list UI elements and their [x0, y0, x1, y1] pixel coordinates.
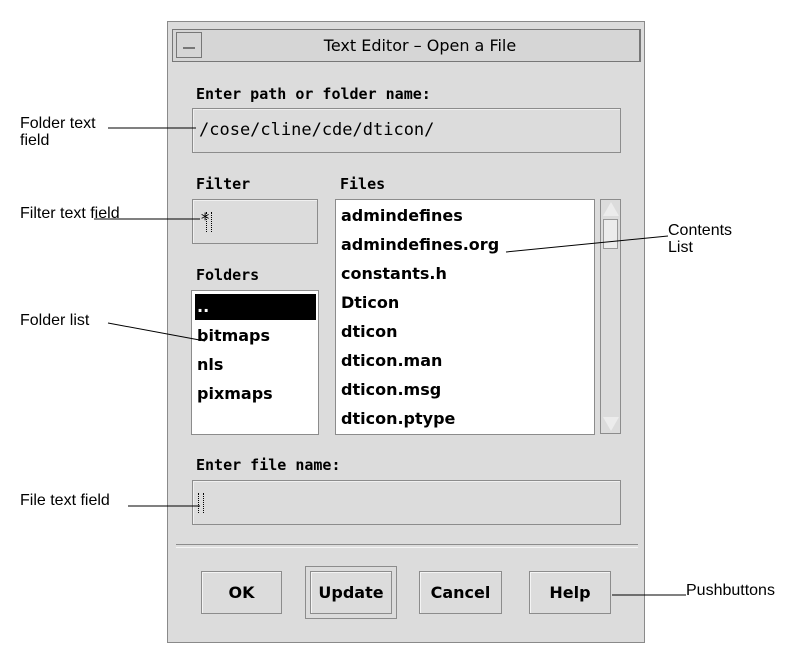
- file-item[interactable]: dticon.msg: [341, 380, 442, 399]
- text-cursor-icon: [206, 212, 212, 232]
- callout-pushbuttons: Pushbuttons: [686, 582, 775, 599]
- scroll-up-arrow-icon[interactable]: [603, 202, 619, 216]
- leader-contents-list: [505, 235, 669, 253]
- default-button-ring: [305, 566, 397, 619]
- folder-list[interactable]: .. bitmaps nls pixmaps: [191, 290, 319, 435]
- path-label: Enter path or folder name:: [196, 85, 431, 103]
- text-cursor-icon: [198, 493, 204, 513]
- folder-path-value: /cose/cline/cde/dticon/: [199, 120, 435, 140]
- update-button[interactable]: Update: [310, 571, 392, 614]
- folder-path-field[interactable]: /cose/cline/cde/dticon/: [192, 108, 621, 153]
- folders-label: Folders: [196, 266, 260, 284]
- ok-button[interactable]: OK: [201, 571, 282, 614]
- callout-filter-text-field: Filter text field: [20, 205, 120, 222]
- title-bar-edge: [640, 29, 645, 62]
- folder-item[interactable]: bitmaps: [197, 326, 271, 345]
- callout-contents-list: Contents List: [668, 222, 733, 256]
- folder-item[interactable]: pixmaps: [197, 384, 273, 403]
- folder-item[interactable]: nls: [197, 355, 224, 374]
- scroll-down-arrow-icon[interactable]: [603, 417, 619, 431]
- filter-value: *: [200, 210, 211, 230]
- folder-selection-highlight: [195, 294, 316, 320]
- contents-list[interactable]: admindefines admindefines.org constants.…: [335, 199, 595, 435]
- cancel-button[interactable]: Cancel: [419, 571, 502, 614]
- window-menu-icon[interactable]: [176, 32, 202, 58]
- folder-item[interactable]: ..: [197, 297, 210, 316]
- title-bar[interactable]: [172, 29, 640, 62]
- filter-field[interactable]: *: [192, 199, 318, 244]
- file-item[interactable]: dticon: [341, 322, 398, 341]
- file-name-field[interactable]: [192, 480, 621, 525]
- file-item[interactable]: admindefines: [341, 206, 463, 225]
- file-name-label: Enter file name:: [196, 456, 341, 474]
- window-title: Text Editor – Open a File: [323, 36, 517, 55]
- filter-label: Filter: [196, 175, 251, 193]
- leader-folder-list: [107, 322, 206, 342]
- callout-folder-text-field: Folder text field: [20, 115, 96, 149]
- files-label: Files: [340, 175, 386, 193]
- file-item[interactable]: constants.h: [341, 264, 447, 283]
- file-item[interactable]: dticon.ptype: [341, 409, 456, 428]
- button-area-separator: [176, 544, 638, 548]
- file-item[interactable]: Dticon: [341, 293, 400, 312]
- callout-file-text-field: File text field: [20, 492, 110, 509]
- callout-folder-list: Folder list: [20, 312, 90, 329]
- file-item[interactable]: dticon.man: [341, 351, 443, 370]
- help-button[interactable]: Help: [529, 571, 611, 614]
- file-item[interactable]: admindefines.org: [341, 235, 500, 254]
